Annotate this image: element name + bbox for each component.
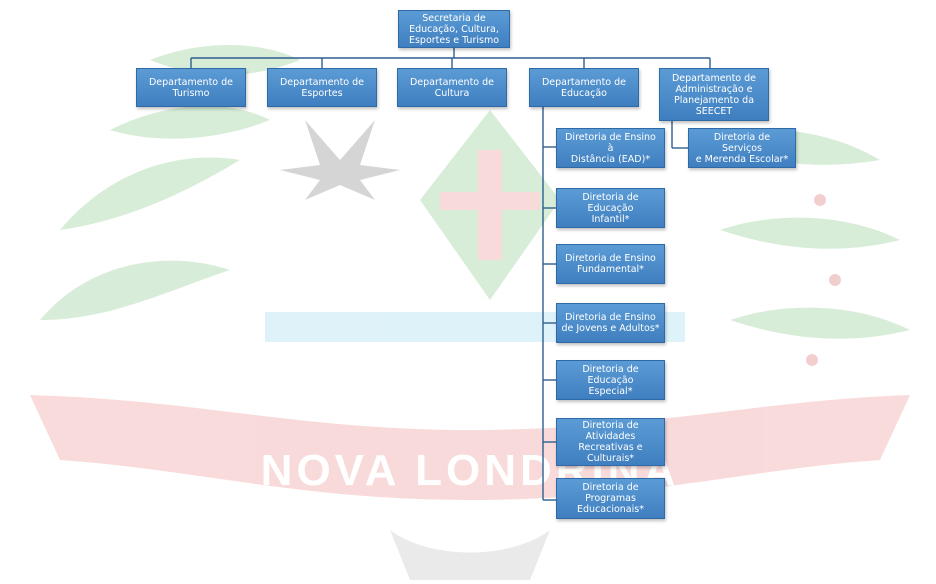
dir-programas-educacionais: Diretoria de Programas Educacionais* xyxy=(556,478,665,519)
dept-cultura: Departamento de Cultura xyxy=(397,68,507,107)
node-label: Diretoria de Programas Educacionais* xyxy=(577,482,644,515)
bottom-ornament xyxy=(390,530,550,580)
node-label: Diretoria de Ensino à Distância (EAD)* xyxy=(565,131,656,165)
dept-administracao: Departamento de Administração e Planejam… xyxy=(659,68,769,121)
node-label: Diretoria de Atividades Recreativas e Cu… xyxy=(578,420,643,464)
dept-educacao: Departamento de Educação xyxy=(529,68,639,107)
dir-servicos-merenda: Diretoria de Serviços e Merenda Escolar* xyxy=(688,128,796,168)
diamond-emblem-icon xyxy=(420,110,560,300)
dir-atividades-recreativas: Diretoria de Atividades Recreativas e Cu… xyxy=(556,418,665,466)
node-label: Departamento de Educação xyxy=(541,76,626,99)
red-ribbon xyxy=(30,395,910,500)
dept-esportes: Departamento de Esportes xyxy=(267,68,377,107)
node-label: Diretoria de Educação Infantil* xyxy=(582,191,639,225)
dir-ensino-fundamental: Diretoria de Ensino Fundamental* xyxy=(556,244,665,284)
left-leaf-icon xyxy=(150,45,300,75)
right-leaf-icon xyxy=(720,217,900,249)
node-label: Diretoria de Serviços e Merenda Escolar* xyxy=(695,131,789,165)
dir-ensino-distancia: Diretoria de Ensino à Distância (EAD)* xyxy=(556,128,665,168)
left-leaf-icon xyxy=(110,106,270,139)
root-node-secretaria: Secretaria de Educação, Cultura, Esporte… xyxy=(398,10,510,48)
dir-ensino-jovens-adultos: Diretoria de Ensino de Jovens e Adultos* xyxy=(556,303,665,343)
dir-educacao-infantil: Diretoria de Educação Infantil* xyxy=(556,188,665,228)
node-label: Departamento de Administração e Planejam… xyxy=(671,72,756,117)
maltese-cross-icon xyxy=(280,120,400,200)
left-leaf-icon xyxy=(40,260,230,320)
coffee-berry-icon xyxy=(829,274,841,286)
dept-turismo: Departamento de Turismo xyxy=(136,68,246,107)
right-leaf-icon xyxy=(730,307,910,339)
node-label: Departamento de Turismo xyxy=(148,76,233,99)
node-label: Diretoria de Ensino Fundamental* xyxy=(565,253,656,275)
node-label: Diretoria de Educação Especial* xyxy=(582,363,639,397)
node-label: Secretaria de Educação, Cultura, Esporte… xyxy=(408,12,500,46)
node-label: Departamento de Cultura xyxy=(409,76,494,99)
coffee-berry-icon xyxy=(814,194,826,206)
node-label: Diretoria de Ensino de Jovens e Adultos* xyxy=(561,312,660,334)
node-label: Departamento de Esportes xyxy=(279,76,364,99)
dir-educacao-especial: Diretoria de Educação Especial* xyxy=(556,360,665,400)
coffee-berry-icon xyxy=(806,354,818,366)
left-leaf-icon xyxy=(60,157,240,230)
